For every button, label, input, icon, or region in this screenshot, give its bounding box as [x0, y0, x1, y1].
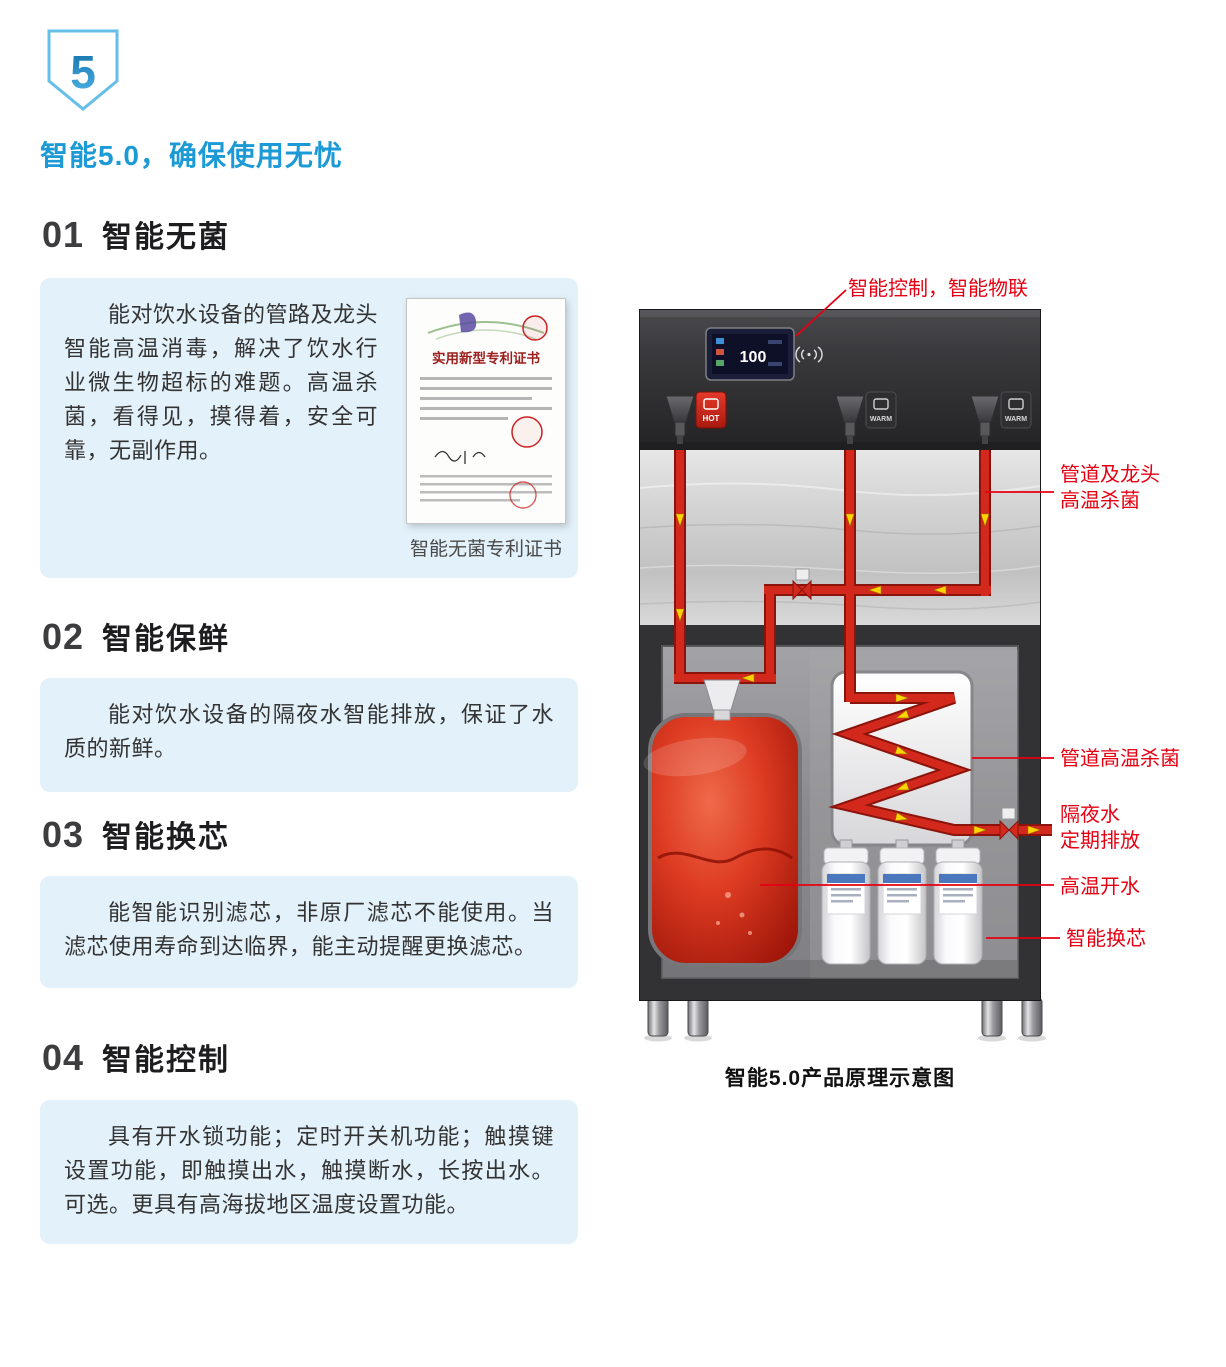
red-seal-icon — [511, 416, 543, 448]
section-box-4: 具有开水锁功能；定时开关机功能；触摸键设置功能，即触摸出水，触摸断水，长按出水。… — [40, 1100, 578, 1244]
display-value: 100 — [740, 349, 767, 366]
flow-arrows — [675, 513, 1041, 835]
warm-faucet-2: WARM — [970, 391, 1032, 444]
certificate-caption: 智能无菌专利证书 — [409, 539, 562, 560]
machine-foot — [981, 997, 1003, 1037]
section-heading-3: 03 智能换芯 — [42, 812, 230, 856]
label-hot-water: 高温开水 — [1060, 876, 1140, 898]
hot-label: HOT — [703, 414, 720, 423]
pentagon-badge-icon: 5 — [47, 29, 119, 111]
section-box-3: 能智能识别滤芯，非原厂滤芯不能使用。当滤芯使用寿命到达临界，能主动提醒更换滤芯。 — [40, 876, 578, 988]
section-body: 能智能识别滤芯，非原厂滤芯不能使用。当滤芯使用寿命到达临界，能主动提醒更换滤芯。 — [64, 900, 554, 959]
section-box-1: 能对饮水设备的管路及龙头智能高温消毒，解决了饮水行业微生物超标的难题。高温杀菌，… — [40, 278, 578, 578]
patent-logo-icon — [459, 312, 477, 333]
hot-faucet: HOT — [665, 391, 727, 444]
cup-icon — [1008, 398, 1024, 410]
label-pipe-sterilization: 管道高温杀菌 — [1060, 748, 1180, 770]
label-pipe-faucet-sterilization: 管道及龙头 高温杀菌 — [1060, 464, 1160, 512]
cup-icon — [873, 398, 889, 410]
label-overnight-drain: 隔夜水 定期排放 — [1060, 804, 1140, 852]
chapter-badge: 5 — [44, 26, 122, 119]
page-title: 智能5.0，确保使用无忧 — [40, 140, 343, 171]
certificate-image: 实用新型专利证书 — [420, 312, 552, 509]
chapter-number: 5 — [70, 46, 96, 98]
patent-certificate: 实用新型专利证书 — [406, 298, 566, 524]
label-smart-control: 智能控制，智能物联 — [848, 278, 1028, 300]
wifi-icon — [795, 346, 823, 363]
red-seal-icon — [522, 315, 548, 341]
signature — [434, 450, 486, 464]
faucet-spout-icon — [835, 395, 865, 423]
machine-foot — [647, 997, 669, 1037]
filter-cartridge — [933, 839, 983, 965]
product-diagram: 100 HOT — [610, 270, 1226, 1100]
section-heading-1: 01 智能无菌 — [42, 212, 230, 256]
red-seal-icon — [509, 481, 537, 509]
warm-label: WARM — [870, 416, 892, 423]
certificate-title: 实用新型专利证书 — [432, 350, 540, 366]
cup-icon — [703, 398, 719, 410]
section-number: 03 — [42, 814, 85, 855]
faucet-spout-icon — [665, 395, 695, 423]
section-number: 04 — [42, 1037, 85, 1078]
section-title: 智能换芯 — [102, 821, 231, 854]
section-number: 01 — [42, 214, 85, 255]
annotation-lines — [760, 289, 1060, 939]
filter-cartridge — [821, 839, 871, 965]
section-box-2: 能对饮水设备的隔夜水智能排放，保证了水质的新鲜。 — [40, 678, 578, 792]
machine-foot — [1021, 997, 1043, 1037]
section-body: 能对饮水设备的管路及龙头智能高温消毒，解决了饮水行业微生物超标的难题。高温杀菌，… — [64, 302, 379, 463]
faucet-spout-icon — [970, 395, 1000, 423]
machine-foot — [687, 997, 709, 1037]
drain-valve — [999, 807, 1019, 841]
machine-feet — [644, 997, 1046, 1042]
manifold-valve — [792, 568, 812, 601]
display-panel: 100 — [705, 327, 795, 381]
section-number: 02 — [42, 616, 85, 657]
section-body: 能对饮水设备的隔夜水智能排放，保证了水质的新鲜。 — [64, 702, 554, 761]
section-title: 智能无菌 — [102, 221, 231, 254]
water-wave — [657, 847, 793, 864]
tank-inlet-funnel — [703, 679, 741, 721]
section-title: 智能控制 — [102, 1044, 231, 1077]
warm-faucet-1: WARM — [835, 391, 897, 444]
section-body: 具有开水锁功能；定时开关机功能；触摸键设置功能，即触摸出水，触摸断水，长按出水。… — [64, 1124, 554, 1217]
machine-illustration: 100 HOT — [639, 289, 1060, 1042]
section-heading-4: 04 智能控制 — [42, 1035, 230, 1079]
filter-cartridge — [877, 839, 927, 965]
warm-label: WARM — [1005, 416, 1027, 423]
diagram-caption: 智能5.0产品原理示意图 — [724, 1067, 956, 1090]
section-title: 智能保鲜 — [102, 623, 231, 656]
label-filter-change: 智能换芯 — [1066, 928, 1146, 950]
section-heading-2: 02 智能保鲜 — [42, 614, 230, 658]
filter-cartridges — [821, 839, 983, 965]
hot-water-tank — [643, 713, 802, 967]
